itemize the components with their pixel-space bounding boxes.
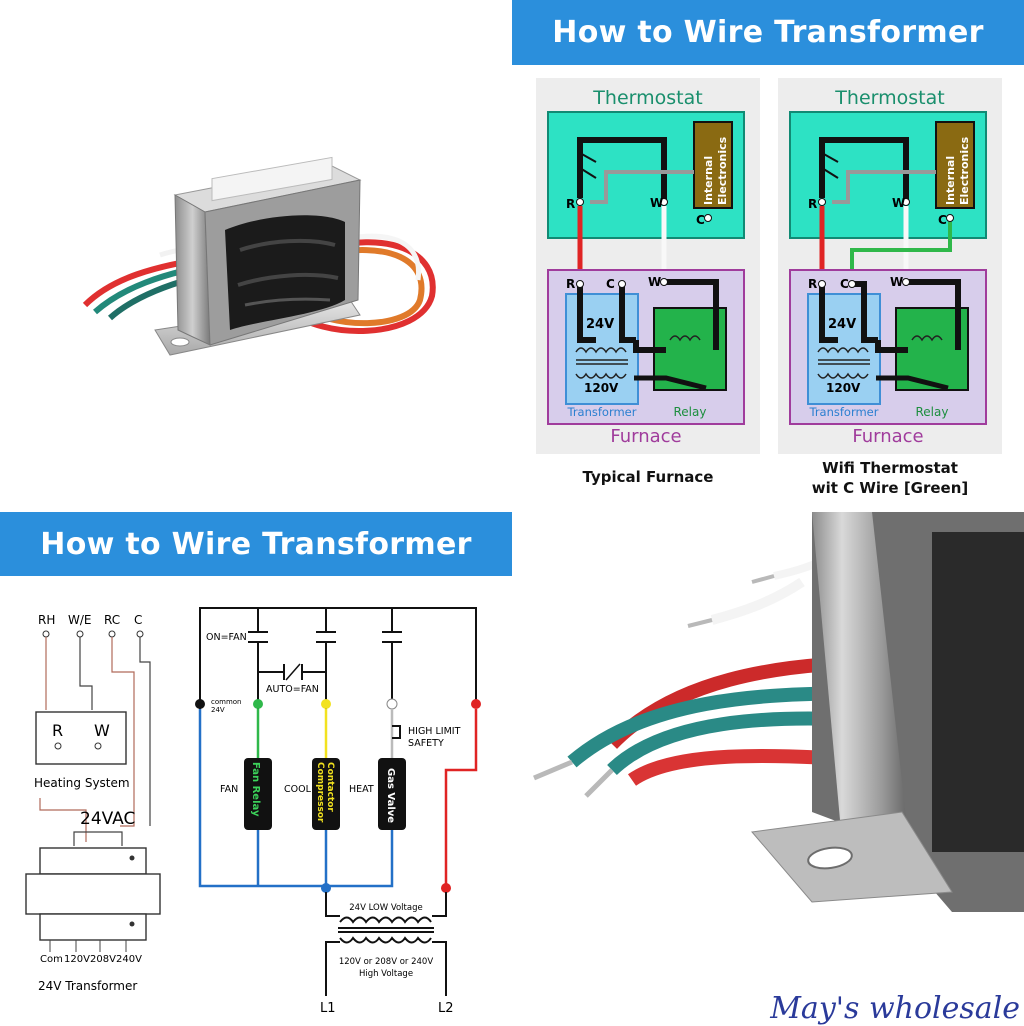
c-wire-green	[850, 222, 952, 283]
thermostat-label: Thermostat	[592, 87, 702, 109]
heating-system-box	[35, 711, 127, 765]
terminal-we: W/E	[68, 613, 92, 627]
transformer-photo	[0, 0, 512, 512]
high-voltage-label-2: High Voltage	[359, 969, 413, 979]
fan-relay-block	[244, 758, 272, 830]
furnace-label: Furnace	[852, 426, 923, 447]
tap-208v: 208V	[90, 954, 116, 965]
transformer-core	[25, 873, 161, 915]
top-right-wiring-panel: How to Wire Transformer Thermostat Inter…	[512, 0, 1024, 512]
relay-label: Relay	[674, 405, 707, 419]
auto-fan-label: AUTO=FAN	[266, 684, 319, 695]
heating-system-label: Heating System	[34, 776, 130, 790]
terminal-c: C	[840, 277, 849, 291]
caption-line-1: Typical Furnace	[582, 468, 714, 486]
on-fan-label: ON=FAN	[206, 632, 247, 643]
high-limit-label-2: SAFETY	[408, 738, 444, 749]
electronics-label-2: Electronics	[958, 136, 971, 205]
caption-wifi-thermostat: Wifi Thermostat wit C Wire [Green]	[778, 458, 1002, 498]
gas-valve-label: Gas Valve	[385, 768, 396, 823]
banner-title-top: How to Wire Transformer	[512, 0, 1024, 65]
terminal-r-top: R	[808, 197, 817, 211]
banner-title-bottom: How to Wire Transformer	[0, 512, 512, 576]
voltage-high: 120V	[826, 381, 861, 395]
high-limit-label-1: HIGH LIMIT	[408, 726, 461, 737]
caption-line-2: wit C Wire [Green]	[811, 479, 969, 497]
common-label-1: common	[211, 698, 242, 706]
vac-label: 24VAC	[80, 809, 135, 829]
transformer-label: Transformer	[566, 405, 636, 419]
thermostat-label: Thermostat	[834, 87, 944, 109]
electronics-label-1: Internal	[944, 156, 957, 205]
fan-label: FAN	[220, 784, 238, 795]
voltage-low: 24V	[586, 317, 614, 332]
common-label-2: 24V	[211, 706, 225, 714]
compressor-label-1: Compressor	[315, 762, 325, 823]
transformer-photo-illustration	[82, 156, 436, 356]
heating-w: W	[94, 721, 110, 740]
voltage-low: 24V	[828, 317, 856, 332]
terminal-w: W	[890, 275, 903, 289]
internal-electronics-box	[693, 121, 733, 209]
wire-closeup-illustration	[512, 512, 1024, 1024]
heat-label: HEAT	[349, 784, 374, 795]
cool-label: COOL	[284, 784, 312, 795]
terminal-w-top: W	[892, 196, 905, 210]
electronics-label-2: Electronics	[716, 136, 729, 205]
caption-line-1: Wifi Thermostat	[822, 459, 958, 477]
wire-closeup-photo	[512, 512, 1024, 1024]
fan-relay-label: Fan Relay	[250, 762, 261, 817]
relay-label: Relay	[916, 405, 949, 419]
terminal-r: R	[566, 277, 575, 291]
terminal-rh: RH	[38, 613, 55, 627]
high-voltage-label-1: 120V or 208V or 240V	[339, 957, 433, 967]
terminal-w: W	[648, 275, 661, 289]
typical-furnace-diagram: Thermostat Internal Electronics R W C R …	[536, 78, 760, 454]
internal-electronics-box	[935, 121, 975, 209]
terminal-c-top: C	[696, 213, 705, 227]
tap-240v: 240V	[116, 954, 142, 965]
watermark-text: May's wholesale	[770, 991, 1020, 1026]
compressor-contactor-block	[312, 758, 340, 830]
l1-label: L1	[320, 1001, 336, 1016]
electronics-label-1: Internal	[702, 156, 715, 205]
terminal-r-top: R	[566, 197, 575, 211]
terminal-c-top: C	[938, 213, 947, 227]
l2-label: L2	[438, 1001, 454, 1016]
furnace-label: Furnace	[610, 426, 681, 447]
bottom-left-schematic-panel: How to Wire Transformer RH W/E RC C R W …	[0, 512, 512, 1024]
heating-r: R	[52, 721, 63, 740]
tap-120v: 120V	[64, 954, 90, 965]
terminal-c: C	[606, 277, 615, 291]
terminal-w-top: W	[650, 196, 663, 210]
terminal-rc: RC	[104, 613, 120, 627]
transformer-label: 24V Transformer	[38, 979, 137, 993]
thermostat-transformer-schematic: RH W/E RC C R W Heating System 24VAC Com…	[25, 607, 481, 1016]
gas-valve-block	[378, 758, 406, 830]
caption-typical-furnace: Typical Furnace	[536, 467, 760, 487]
wifi-thermostat-diagram: Thermostat Internal Electronics R W C R …	[778, 78, 1002, 454]
voltage-high: 120V	[584, 381, 619, 395]
low-voltage-label: 24V LOW Voltage	[349, 903, 422, 913]
terminal-c: C	[134, 613, 142, 627]
tap-com: Com	[40, 954, 63, 965]
transformer-label: Transformer	[808, 405, 878, 419]
compressor-label-2: Contactor	[325, 762, 335, 812]
terminal-r: R	[808, 277, 817, 291]
